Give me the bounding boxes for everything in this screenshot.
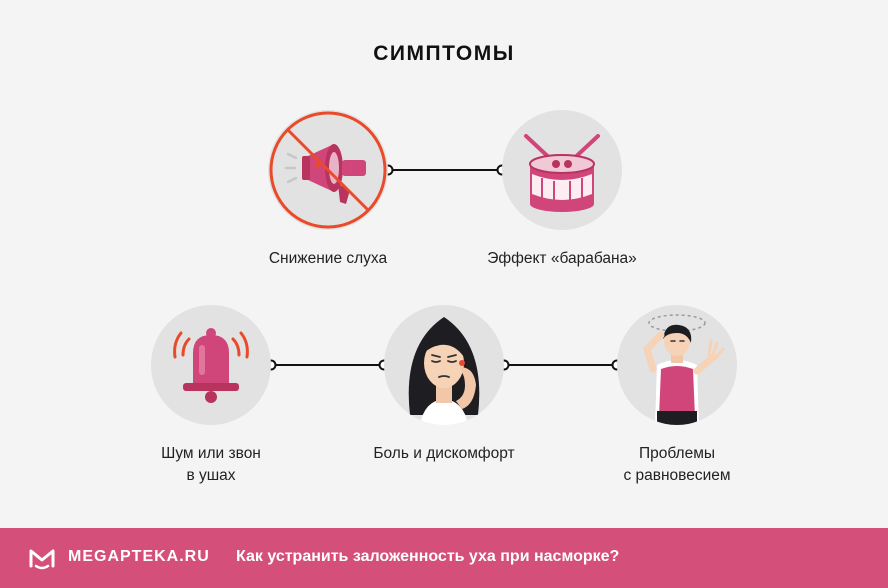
- page-title: СИМПТОМЫ: [373, 42, 515, 65]
- symptom-hearing-loss: [268, 110, 388, 230]
- woman-ear-pain-icon: [408, 317, 480, 425]
- symptom-balance: [617, 305, 737, 425]
- article-title[interactable]: Как устранить заложенность уха при насмо…: [236, 548, 620, 565]
- ringing-bell-icon: [173, 328, 249, 403]
- caption-balance: Проблемы с равновесием: [567, 443, 787, 487]
- caption-hearing-loss: Снижение слуха: [268, 250, 388, 267]
- caption-pain: Боль и дискомфорт: [373, 445, 515, 462]
- dizzy-woman-icon: [643, 314, 725, 425]
- caption-tinnitus-line1: Шум или звон: [161, 445, 261, 462]
- symptom-tinnitus: [151, 305, 271, 425]
- brand-name[interactable]: MEGAPTEKA.RU: [68, 548, 210, 565]
- footer-banner: MEGAPTEKA.RU Как устранить заложенность …: [0, 528, 888, 588]
- caption-balance-line1: Проблемы: [638, 445, 716, 462]
- caption-drum-effect: Эффект «барабана»: [487, 250, 637, 267]
- symptom-drum-effect: [502, 110, 622, 230]
- caption-balance-line2: с равновесием: [623, 467, 731, 484]
- caption-tinnitus-line2: в ушах: [186, 467, 236, 484]
- drum-icon: [524, 134, 600, 212]
- symptom-pain: [384, 305, 504, 425]
- crossed-megaphone-icon: [269, 111, 387, 229]
- megapteka-logo-icon: [29, 549, 55, 570]
- caption-tinnitus: Шум или звон в ушах: [101, 443, 321, 487]
